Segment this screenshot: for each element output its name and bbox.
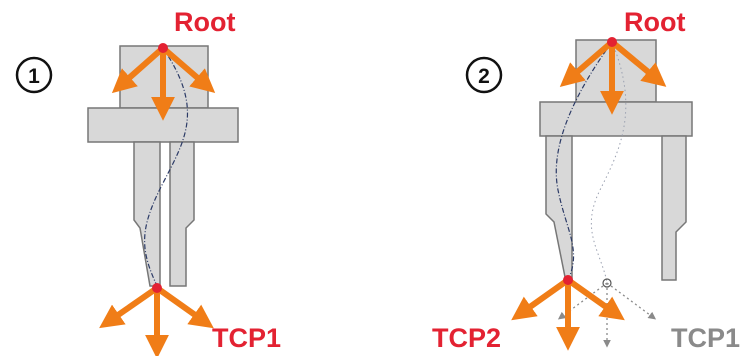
kinematic-chain-curve-inactive — [590, 41, 627, 283]
panel-1: 1 Root TCP1 — [15, 7, 281, 356]
root-point-2 — [607, 37, 617, 47]
root-label-2: Root — [624, 7, 685, 37]
root-frame-2 — [559, 39, 667, 115]
tcp2-frame — [511, 277, 625, 351]
tcp1-point — [152, 283, 162, 293]
gripper-right-finger — [661, 135, 687, 281]
tcp1-ghost-point — [602, 278, 612, 288]
step-number-1: 1 — [28, 65, 40, 88]
step-number-2-badge: 2 — [465, 56, 503, 94]
panel-2: 2 — [432, 7, 740, 353]
gripper-right-finger — [169, 141, 195, 287]
tcp1-inactive-label: TCP1 — [671, 323, 740, 353]
root-frame-1 — [111, 45, 216, 121]
tcp2-point — [563, 275, 573, 285]
gripper-left-finger — [133, 141, 161, 287]
tcp2-label: TCP2 — [432, 323, 501, 353]
tcp1-label: TCP1 — [212, 323, 281, 353]
tcp1-ghost-frame — [557, 282, 657, 348]
root-point-1 — [158, 43, 168, 53]
gripper-crossbar — [87, 107, 239, 143]
gripper-2 — [539, 39, 693, 283]
step-number-1-badge: 1 — [15, 56, 53, 94]
gripper-left-finger — [545, 135, 573, 283]
tcp1-frame — [99, 285, 214, 356]
root-label-1: Root — [174, 7, 235, 37]
step-number-2: 2 — [478, 65, 490, 88]
kinematic-chain-curve — [144, 47, 188, 289]
